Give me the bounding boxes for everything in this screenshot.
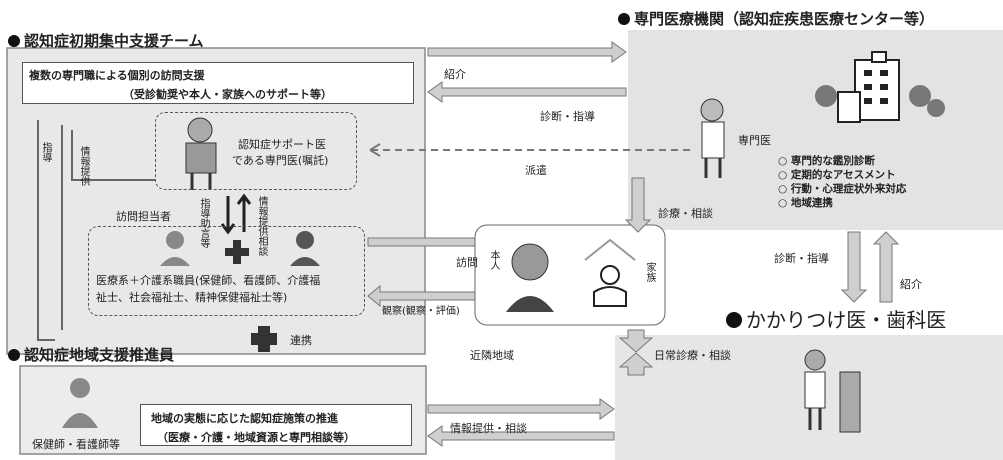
label-consult-info: 情報提供相談 (256, 196, 267, 256)
team-doctor-line2: である専門医(嘱託) (232, 154, 329, 167)
label-cooperation: 連携 (290, 334, 312, 347)
center-box (474, 224, 666, 326)
function-item: ○ 専門的な鑑別診断 (778, 155, 875, 167)
label-region: 近隣地域 (470, 349, 514, 362)
label-visit: 訪問 (456, 256, 478, 269)
label-person: 本人 (488, 250, 499, 270)
label-dispatch: 派遣 (525, 164, 547, 177)
hospital-icon (815, 51, 945, 123)
function-item: ○ 定期的なアセスメント (778, 169, 896, 181)
label-info-consult: 情報提供・相談 (450, 422, 527, 435)
label-daily-diag: 日常診療・相談 (654, 349, 731, 362)
team-doctor-frame (155, 112, 357, 190)
promoter-box: 地域の実態に応じた認知症施策の推進 （医療・介護・地域資源と専門相談等） (140, 404, 412, 446)
function-item: ○ 行動・心理症状外来対応 (778, 183, 907, 195)
team-box-line2: （受診勧奨や本人・家族へのサポート等） (123, 88, 332, 101)
team-box-line1: 複数の専門職による個別の訪問支援 (29, 69, 205, 82)
family-icon (584, 238, 636, 307)
label-info-provide: 情報提供 (78, 146, 89, 186)
label-referral-2: 紹介 (900, 278, 922, 291)
left-line-1 (37, 120, 55, 341)
promoter-person-label: 保健師・看護師等 (32, 438, 120, 451)
label-referral: 紹介 (444, 68, 466, 81)
specialist-function-list: ○ 専門的な鑑別診断 ○ 定期的なアセスメント ○ 行動・心理症状外来対応 ○ … (778, 154, 906, 210)
arrow-diag-guidance (840, 231, 868, 303)
specialist-doctor-icon (700, 98, 725, 178)
arrow-info-1 (427, 398, 615, 420)
team-staff-line2: 祉士、社会福祉士、精神保健福祉士等) (96, 291, 288, 304)
arrow-consult-diag (624, 177, 652, 233)
promoter-box-line1: 地域の実態に応じた認知症施策の推進 (151, 412, 338, 425)
team-staff-frame (88, 226, 365, 316)
promoter-box-line2: （医療・介護・地域資源と専門相談等） (157, 431, 355, 444)
label-diag-guidance-2: 診断・指導 (774, 252, 829, 265)
cooperation-cross-icon (251, 326, 277, 352)
label-instruct: 指導 (40, 142, 51, 162)
label-diagnosis-guidance: 診断・指導 (540, 110, 595, 123)
kakari-doctor-icon (804, 349, 861, 433)
team-title: 認知症初期集中支援チーム (8, 30, 204, 51)
arrow-diagnosis (427, 81, 627, 103)
bullet-icon (618, 13, 630, 25)
team-doctor-icon (185, 117, 217, 190)
kakari-title: かかりつけ医・歯科医 (726, 304, 946, 333)
label-advice: 指導助言等 (198, 198, 209, 248)
label-family: 家族 (644, 262, 655, 282)
label-assessment: 観察(観察・評価) (382, 306, 460, 317)
arrow-referral (427, 41, 627, 63)
specialist-doctor-label: 専門医 (738, 134, 771, 147)
promoter-title: 認知症地域支援推進員 (8, 344, 174, 365)
arrow-referral-2 (872, 231, 900, 303)
specialist-title: 専門医療機関（認知症疾患医療センター等） (618, 8, 934, 29)
bullet-icon (8, 35, 20, 47)
left-line-3 (71, 130, 155, 181)
bullet-icon (8, 349, 20, 361)
team-staff-line1: 医療系＋介護系職員(保健師、看護師、介護福 (96, 274, 321, 287)
bullet-icon (726, 312, 742, 328)
arrow-info-2 (427, 425, 615, 447)
label-visitor: 訪問担当者 (116, 210, 171, 223)
arrow-dispatch-head (369, 143, 381, 157)
function-item: ○ 地域連携 (778, 197, 833, 209)
label-consult-diag: 診療・相談 (658, 207, 713, 220)
team-doctor-line1: 認知症サポート医 (238, 138, 326, 151)
arrow-daily-diag (618, 329, 654, 376)
team-support-box: 複数の専門職による個別の訪問支援 （受診勧奨や本人・家族へのサポート等） (22, 62, 414, 104)
promoter-person-icon (62, 378, 98, 428)
specialist-panel (628, 30, 1003, 230)
person-icon (506, 243, 554, 312)
arrow-assessment (367, 284, 491, 308)
staff-icons (160, 231, 320, 266)
